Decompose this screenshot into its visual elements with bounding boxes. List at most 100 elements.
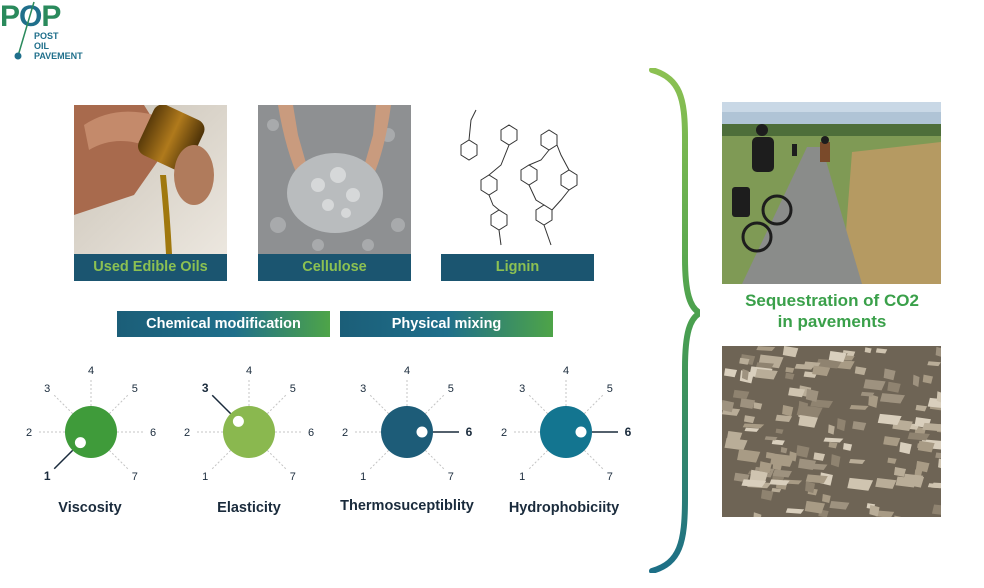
cyclists-photo — [722, 102, 941, 284]
gravel-stone — [854, 366, 867, 376]
gravel-stone — [912, 374, 920, 388]
dial-tick-label: 3 — [360, 383, 366, 395]
gravel-stone — [760, 489, 774, 501]
gravel-stone — [927, 361, 941, 367]
gravel-stone — [893, 467, 907, 477]
dial-tick-label: 1 — [202, 471, 208, 483]
dial-tick-label: 5 — [132, 383, 138, 395]
dial-tick-line — [369, 450, 389, 470]
gravel-stone — [868, 394, 879, 408]
gravel-stone — [828, 441, 838, 449]
gravel-stone — [772, 469, 792, 478]
sequestration-line2: in pavements — [777, 312, 887, 331]
gravel-stone — [805, 481, 816, 494]
gravel-stone — [782, 346, 799, 358]
dial-tick-label: 6 — [308, 427, 314, 439]
gravel-stone — [798, 458, 817, 471]
dial-tick-label: 2 — [26, 427, 32, 439]
gravel-stone — [744, 427, 760, 432]
gravel-stone — [931, 482, 941, 489]
gravel-stone — [741, 368, 749, 381]
gravel-stone — [829, 500, 850, 510]
property-label-thermosusceptibility: Thermosuceptiblity — [340, 498, 474, 514]
gravel-stone — [935, 346, 941, 357]
tile-cellulose: Cellulose — [258, 105, 411, 281]
gravel-stone — [743, 415, 755, 424]
dial-tick-label: 1 — [519, 471, 525, 483]
dial-tick-label: 6 — [466, 425, 473, 439]
gravel-stone — [864, 347, 872, 354]
gravel-stone — [894, 515, 902, 517]
gravel-stone — [804, 500, 826, 514]
gravel-stone — [770, 453, 795, 467]
dial-indicator-dot — [232, 415, 244, 427]
material-label: Cellulose — [258, 254, 411, 281]
gravel-stone — [875, 510, 895, 517]
gravel-stone — [822, 494, 831, 503]
dial-tick-line — [109, 394, 129, 414]
tile-used-edible-oils: Used Edible Oils — [74, 105, 227, 281]
dial-indicator-dot — [575, 426, 587, 438]
pop-logo: POP POST OIL PAVEMENT — [0, 0, 90, 62]
gravel-stone — [899, 442, 912, 455]
gravel-stone — [847, 477, 874, 491]
lignin-structure-diagram — [441, 105, 594, 254]
logo-line3: PAVEMENT — [34, 51, 83, 61]
dial-tick-label: 2 — [342, 427, 348, 439]
property-label-hydrophobicity: Hydrophobiciity — [508, 500, 620, 516]
gravel-stone — [848, 459, 866, 464]
dial-indicator-dot — [74, 437, 86, 449]
property-label-viscosity: Viscosity — [58, 500, 122, 516]
cellulose-photo — [258, 105, 411, 254]
dial-tick-label: 4 — [404, 365, 410, 377]
gravel-stone — [869, 504, 880, 517]
gravel-stone — [915, 404, 928, 412]
dial-tick-line — [425, 394, 445, 414]
logo-line2: OIL — [34, 41, 49, 51]
dial-disc — [540, 406, 592, 458]
gravel-stone — [788, 387, 806, 398]
tile-lignin: Lignin — [441, 105, 594, 281]
dial-tick-line — [53, 449, 74, 470]
gravel-stone — [922, 374, 933, 384]
dial-tick-line — [528, 450, 548, 470]
dial-tick-label: 7 — [448, 471, 454, 483]
gravel-stone — [931, 504, 941, 515]
dial-disc — [65, 406, 117, 458]
gravel-stone — [828, 351, 847, 363]
gravel-stone — [741, 479, 767, 488]
sequestration-line1: Sequestration of CO2 — [745, 291, 919, 310]
gravel-stone — [742, 423, 765, 429]
gravel-stone — [805, 474, 828, 484]
dial-tick-label: 1 — [360, 471, 366, 483]
gravel-stone — [917, 440, 935, 453]
logo-p2: P — [41, 0, 61, 33]
dial-tick-label: 4 — [88, 365, 94, 377]
gravel-stone — [726, 430, 743, 441]
dial-tick-line — [109, 450, 129, 470]
dial-tick-label: 1 — [44, 469, 51, 483]
gravel-stone — [771, 439, 785, 446]
dial-tick-line — [528, 394, 548, 414]
gravel-stone — [755, 368, 778, 380]
gravel-stone — [737, 449, 761, 463]
gravel-stone — [775, 428, 784, 434]
gravel-stone — [796, 445, 810, 458]
logo-p1: P — [0, 0, 20, 33]
gravel-stone — [813, 452, 826, 461]
gravel-stone — [785, 367, 795, 373]
gravel-stone — [812, 365, 831, 377]
gravel-stone — [823, 437, 844, 443]
dial-tick-line — [425, 450, 445, 470]
gravel-stone — [765, 452, 775, 460]
dial-tick-line — [267, 450, 287, 470]
gravel-stone — [938, 458, 941, 469]
dial-tick-line — [369, 394, 389, 414]
gravel-stone — [775, 414, 793, 423]
material-label: Lignin — [441, 254, 594, 281]
gravel-stone — [780, 447, 788, 454]
gravel-stone — [852, 421, 867, 431]
sequestration-text: Sequestration of CO2 in pavements — [722, 290, 942, 332]
gravel-stone — [782, 404, 794, 417]
dial-tick-label: 3 — [202, 381, 209, 395]
